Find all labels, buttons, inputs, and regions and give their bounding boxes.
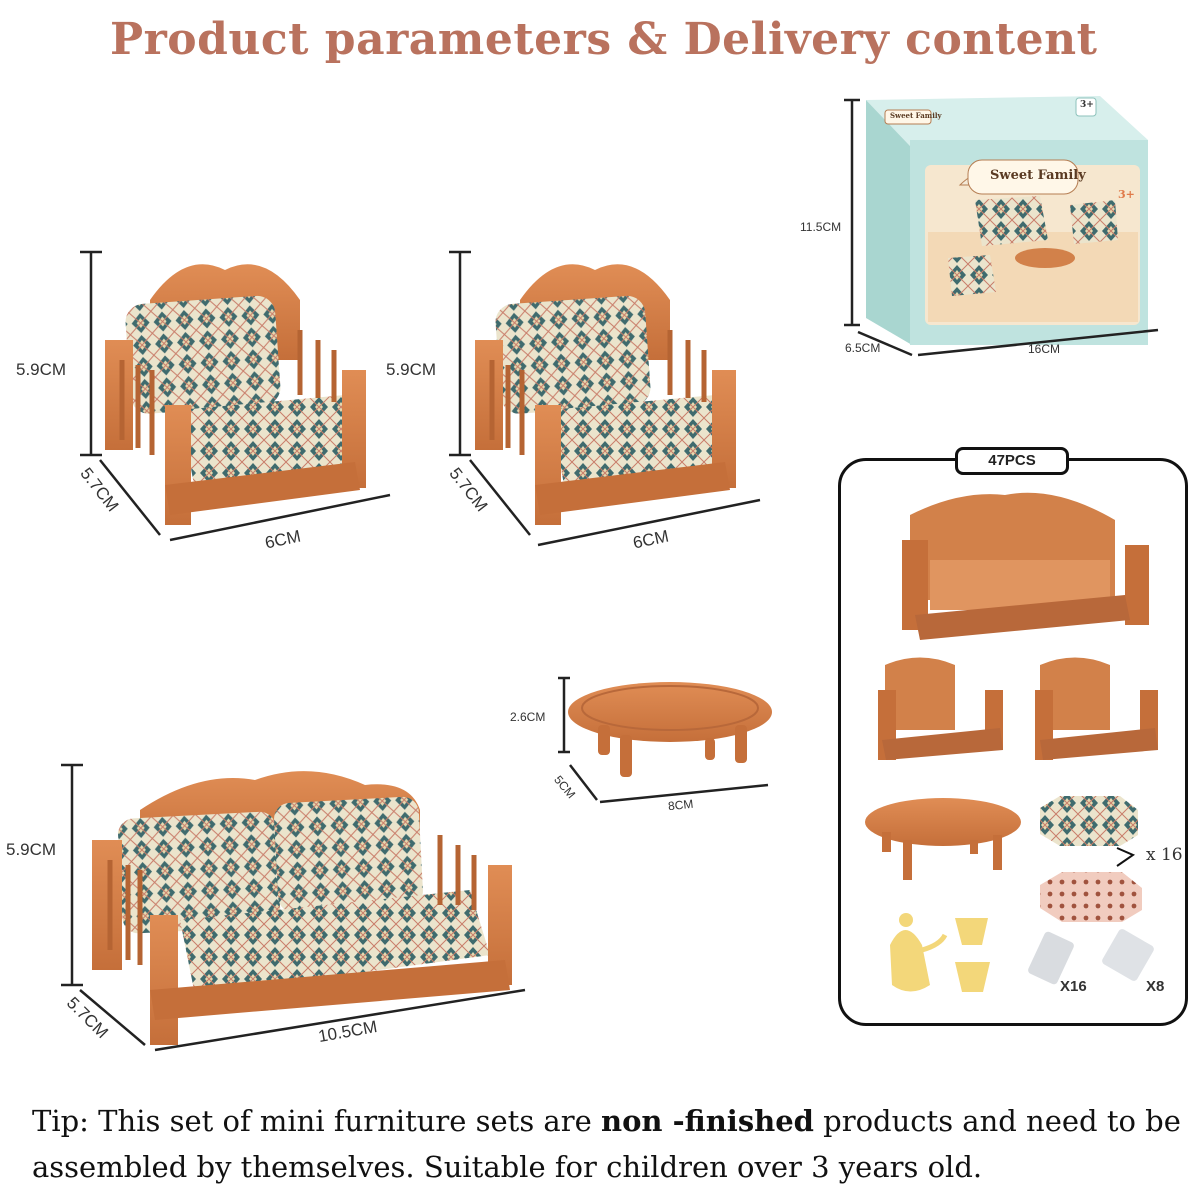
armchair-right-illustration [475,264,736,525]
armchair-left-height-label: 5.9CM [16,360,67,379]
tip-suffix: products and need to be assembled by the… [32,1104,1181,1184]
armchair-right-height-label: 5.9CM [386,360,437,379]
piece-count-badge: 47PCS [955,447,1069,475]
sofa-height-label: 5.9CM [6,840,57,859]
tip-prefix: Tip: This set of mini furniture sets are [32,1104,601,1138]
box-side-brand: Sweet Family [890,111,942,120]
table-height-label: 2.6CM [510,710,546,724]
dimension-lines [61,98,1159,1052]
package-box-illustration [866,96,1148,345]
armchair-left-illustration [105,264,366,525]
page-title: Product parameters & Delivery content [110,14,1098,65]
box-brand-name: Sweet Family [990,168,1086,183]
box-depth-label: 6.5CM [845,341,881,355]
large-part-quantity: X8 [1146,978,1165,995]
box-age-corner: 3+ [1080,100,1094,110]
table-width-label: 8CM [667,796,695,814]
tip-emphasis: non -finished [600,1104,814,1138]
box-height-label: 11.5CM [800,220,842,234]
cushions-quantity: x 16 [1146,845,1183,865]
contents-illustrations [865,492,1158,992]
small-part-quantity: X16 [1060,978,1087,995]
delivery-contents-frame [838,458,1188,1026]
coffee-table-illustration [568,682,772,777]
box-width-label: 16CM [1028,342,1061,356]
assembly-tip: Tip: This set of mini furniture sets are… [32,1098,1182,1190]
box-age-badge: 3+ [1118,188,1135,201]
sofa-illustration [92,771,512,1045]
